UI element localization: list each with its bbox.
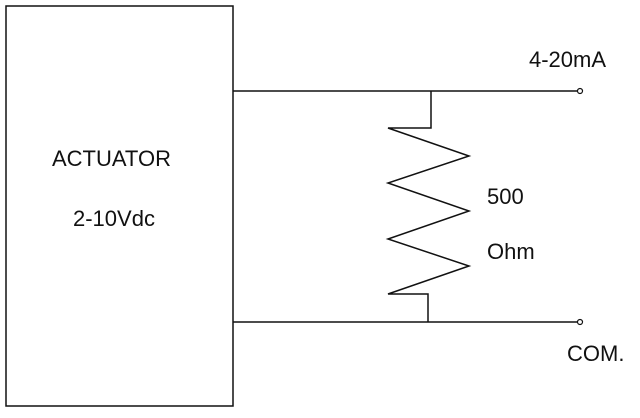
common-terminal bbox=[576, 318, 584, 326]
actuator-title: ACTUATOR bbox=[52, 146, 171, 171]
resistor-unit: Ohm bbox=[487, 239, 535, 264]
resistor-symbol bbox=[385, 91, 472, 322]
common-terminal-label: COM. bbox=[567, 341, 625, 366]
resistor-value: 500 bbox=[487, 184, 524, 209]
actuator-voltage: 2-10Vdc bbox=[73, 206, 155, 231]
signal-terminal bbox=[576, 87, 584, 95]
signal-terminal-label: 4-20mA bbox=[529, 47, 607, 72]
actuator-box bbox=[5, 5, 234, 407]
